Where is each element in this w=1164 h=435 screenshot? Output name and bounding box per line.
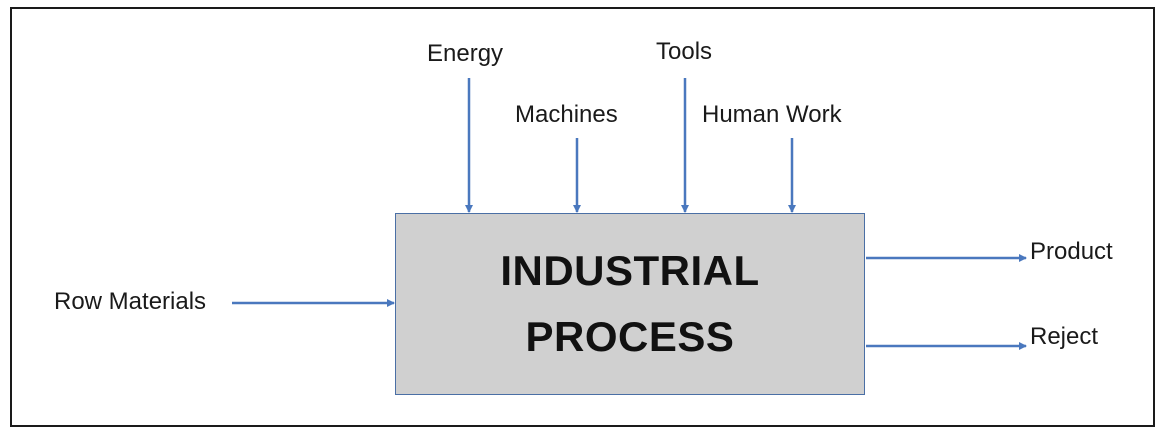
label-machines: Machines xyxy=(515,101,618,128)
label-row-materials: Row Materials xyxy=(54,288,207,315)
label-tools: Tools xyxy=(656,38,713,65)
diagram-frame xyxy=(10,7,1155,427)
label-reject: Reject xyxy=(1030,323,1099,350)
label-energy: Energy xyxy=(427,40,504,67)
process-title-line1: INDUSTRIAL xyxy=(500,247,760,294)
process-title-line2: PROCESS xyxy=(525,313,735,360)
label-product: Product xyxy=(1030,238,1113,265)
industrial-process-box: INDUSTRIAL PROCESS xyxy=(395,213,865,395)
label-human-work: Human Work xyxy=(702,101,842,128)
